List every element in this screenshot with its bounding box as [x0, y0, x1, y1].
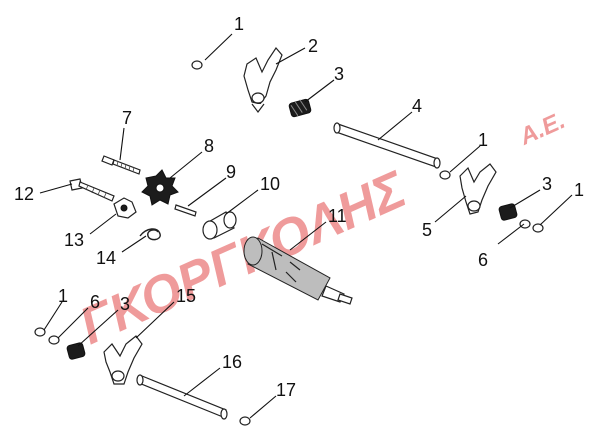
washer-part-6-left: [48, 335, 60, 345]
cam-plate-part-13: [113, 197, 137, 219]
callout-1-top: 1: [234, 14, 244, 34]
watermark-suffix: A.E.: [515, 107, 570, 151]
o-ring-part-1-left: [34, 327, 46, 337]
callout-17: 17: [276, 380, 296, 400]
callout-10: 10: [260, 174, 280, 194]
shift-fork-part-15: [103, 335, 143, 385]
callout-1-right: 1: [574, 180, 584, 200]
callout-3-left: 3: [120, 294, 130, 314]
bolt-part-12: [69, 178, 115, 202]
watermark-text: ΓΚΟΡΓΚΟΛΗΣ: [71, 160, 415, 356]
callout-labels: 1 2 3 4 7 8 9 10 1 12 3 1 5 11 13 14 6 1…: [14, 14, 584, 400]
o-ring-part-1-right-top: [439, 170, 451, 180]
callout-3-right: 3: [542, 174, 552, 194]
callout-4: 4: [412, 96, 422, 116]
callout-12: 12: [14, 184, 34, 204]
callout-5: 5: [422, 220, 432, 240]
callout-8: 8: [204, 136, 214, 156]
spring-part-3-top: [288, 98, 312, 118]
bolt-part-7: [101, 155, 141, 175]
spring-part-3-right: [498, 203, 518, 221]
callout-6-right: 6: [478, 250, 488, 270]
callout-6-left: 6: [90, 292, 100, 312]
watermark: ΓΚΟΡΓΚΟΛΗΣ A.E.: [71, 107, 570, 356]
pin-part-9: [174, 204, 197, 217]
shift-cam-part-8: [141, 169, 179, 206]
shift-drum-part-11: [243, 236, 353, 305]
bearing-part-10: [202, 211, 237, 240]
callout-9: 9: [226, 162, 236, 182]
o-ring-part-1-top: [191, 60, 203, 70]
shift-shaft-part-4: [333, 122, 441, 169]
o-ring-part-1-right: [532, 223, 544, 233]
shift-fork-part-5: [459, 163, 497, 215]
callout-2: 2: [308, 36, 318, 56]
o-ring-part-17: [239, 416, 251, 426]
callout-14: 14: [96, 248, 116, 268]
washer-part-6-right: [519, 219, 531, 229]
callout-1-right-top: 1: [478, 130, 488, 150]
shift-fork-part-2: [243, 47, 283, 113]
callout-15: 15: [176, 286, 196, 306]
leader-lines: [39, 33, 573, 419]
callout-1-left: 1: [58, 286, 68, 306]
spring-clip-part-14: [139, 228, 161, 241]
callout-11: 11: [328, 206, 347, 226]
callout-3-top: 3: [334, 64, 344, 84]
spring-part-3-left: [66, 342, 86, 360]
callout-13: 13: [64, 230, 84, 250]
shift-shaft-part-16: [136, 374, 228, 420]
callout-16: 16: [222, 352, 242, 372]
callout-7: 7: [122, 108, 132, 128]
